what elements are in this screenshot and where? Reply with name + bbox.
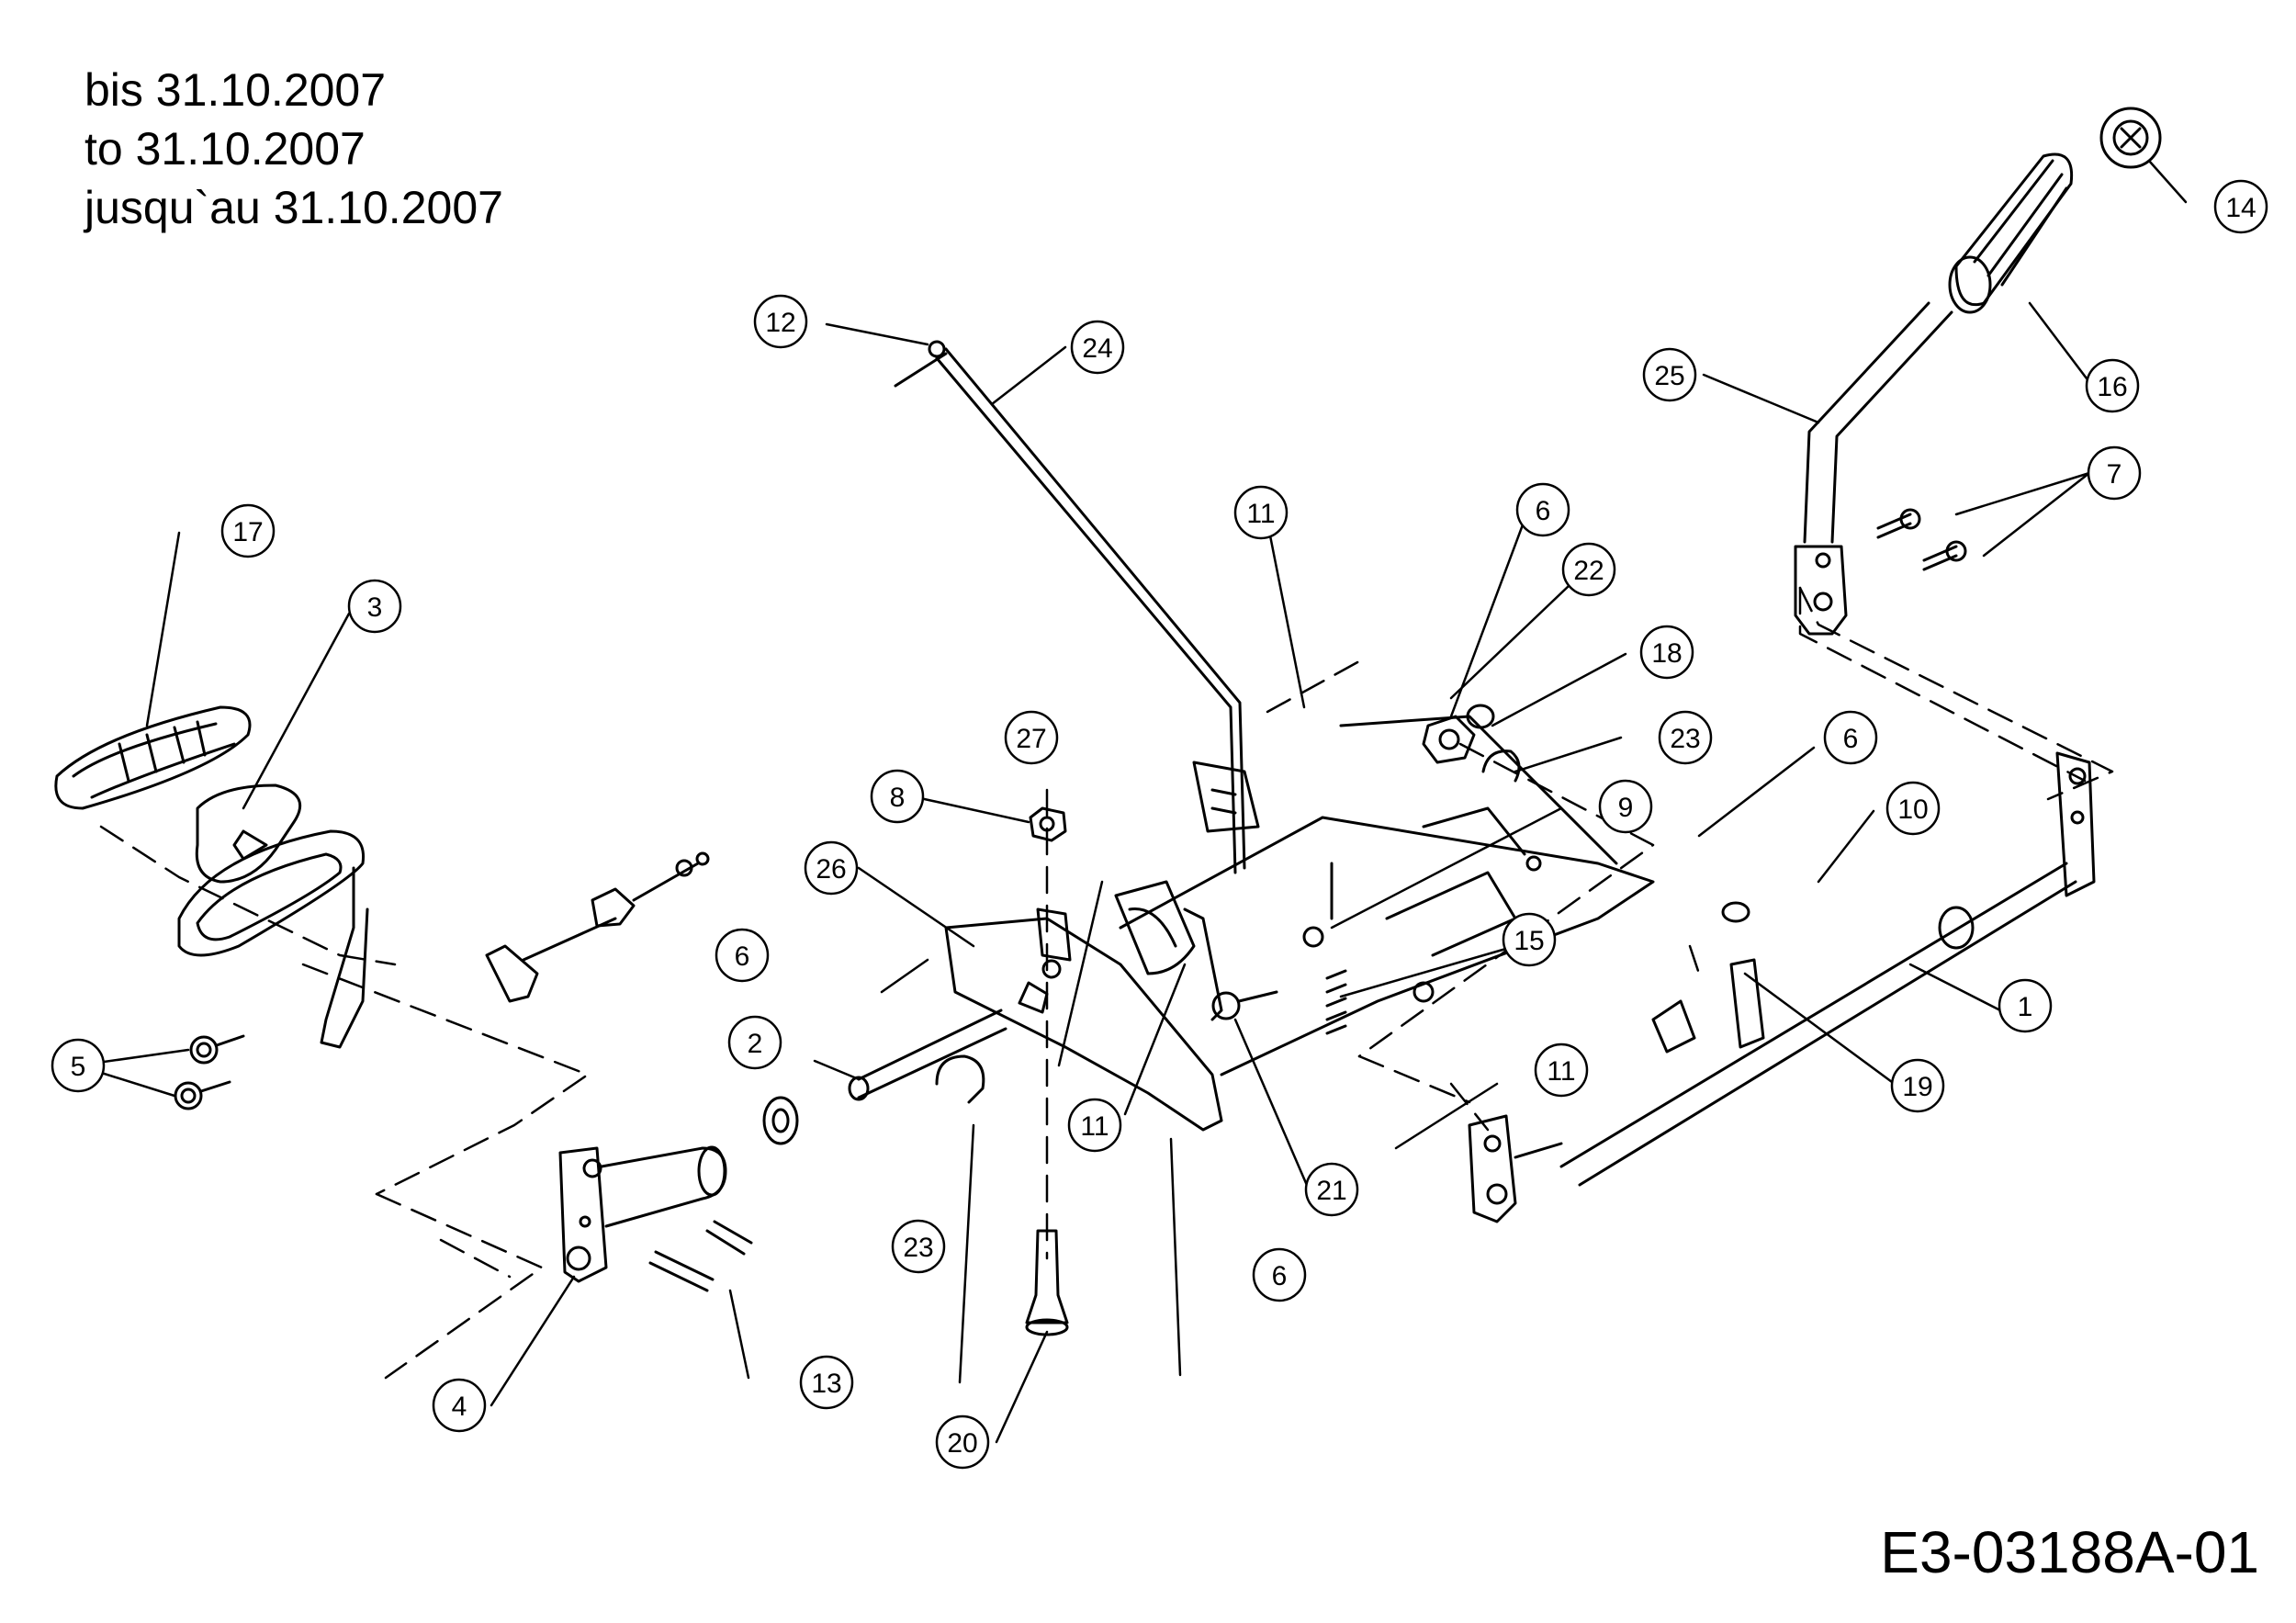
svg-text:17: 17 bbox=[232, 517, 263, 547]
callout-6d: 6 bbox=[1252, 1247, 1307, 1302]
assembly-guide-lines bbox=[99, 586, 2114, 1380]
validity-line-fr: jusqu`au 31.10.2007 bbox=[84, 182, 503, 233]
knob-21 bbox=[1211, 990, 1278, 1020]
callout-4: 4 bbox=[432, 1378, 487, 1433]
callout-11c: 11 bbox=[1534, 1043, 1589, 1098]
main-frame bbox=[944, 715, 1655, 1132]
callout-23a: 23 bbox=[1658, 710, 1713, 765]
callout-27: 27 bbox=[1004, 710, 1059, 765]
callout-17: 17 bbox=[220, 503, 276, 558]
svg-text:19: 19 bbox=[1902, 1072, 1932, 1102]
svg-text:25: 25 bbox=[1654, 361, 1684, 391]
nut-8 bbox=[1029, 806, 1067, 842]
pins-13 bbox=[648, 1220, 753, 1292]
bushings-23 bbox=[935, 750, 1521, 1104]
validity-note: bis 31.10.2007 to 31.10.2007 jusqu`au 31… bbox=[84, 61, 503, 237]
callout-7: 7 bbox=[2087, 445, 2142, 501]
callout-13: 13 bbox=[799, 1355, 854, 1410]
callout-18: 18 bbox=[1639, 625, 1694, 680]
svg-text:15: 15 bbox=[1514, 926, 1544, 956]
svg-text:24: 24 bbox=[1082, 333, 1112, 364]
svg-text:6: 6 bbox=[1843, 724, 1859, 754]
svg-text:1: 1 bbox=[2018, 992, 2033, 1022]
callout-21: 21 bbox=[1304, 1162, 1359, 1217]
svg-text:10: 10 bbox=[1897, 795, 1928, 825]
svg-text:11: 11 bbox=[1080, 1111, 1109, 1142]
svg-text:7: 7 bbox=[2107, 459, 2122, 490]
svg-text:12: 12 bbox=[765, 308, 795, 338]
callout-1: 1 bbox=[1998, 978, 2053, 1033]
svg-text:23: 23 bbox=[1670, 724, 1700, 754]
svg-text:6: 6 bbox=[1272, 1261, 1288, 1291]
callout-3: 3 bbox=[347, 579, 402, 634]
callout-11b: 11 bbox=[1067, 1098, 1122, 1153]
svg-text:16: 16 bbox=[2097, 372, 2127, 402]
callout-22: 22 bbox=[1561, 542, 1616, 597]
callout-12: 12 bbox=[753, 294, 808, 349]
flange-bushing-22 bbox=[1422, 704, 1495, 764]
svg-text:2: 2 bbox=[748, 1029, 763, 1059]
lift-shaft-1 bbox=[1468, 751, 2096, 1223]
callout-15: 15 bbox=[1502, 912, 1557, 967]
callout-25: 25 bbox=[1642, 347, 1697, 402]
callout-26: 26 bbox=[804, 840, 859, 896]
linkage-hardware bbox=[485, 851, 710, 1003]
pedal-shaft-4 bbox=[558, 1145, 727, 1283]
lift-lever-25 bbox=[1794, 301, 1953, 636]
callout-24: 24 bbox=[1070, 320, 1125, 375]
callout-14: 14 bbox=[2213, 179, 2268, 234]
svg-text:14: 14 bbox=[2225, 193, 2256, 223]
switch-bracket-27 bbox=[1114, 761, 1260, 1021]
svg-text:20: 20 bbox=[947, 1428, 977, 1459]
drawing-id: E3-03188A-01 bbox=[1880, 1519, 2259, 1585]
callout-2: 2 bbox=[727, 1015, 782, 1070]
callout-19: 19 bbox=[1890, 1058, 1945, 1113]
callout-5: 5 bbox=[51, 1038, 106, 1093]
svg-text:23: 23 bbox=[903, 1233, 933, 1263]
svg-text:8: 8 bbox=[890, 783, 906, 813]
svg-text:21: 21 bbox=[1316, 1176, 1346, 1206]
svg-text:18: 18 bbox=[1651, 638, 1682, 669]
svg-text:3: 3 bbox=[367, 592, 383, 623]
svg-text:6: 6 bbox=[735, 941, 750, 972]
svg-text:5: 5 bbox=[71, 1052, 86, 1082]
callout-20: 20 bbox=[935, 1414, 990, 1470]
callout-8: 8 bbox=[870, 769, 925, 824]
validity-line-en: to 31.10.2007 bbox=[84, 123, 366, 175]
callout-16: 16 bbox=[2085, 358, 2140, 413]
pivot-pin-20 bbox=[1025, 1229, 1069, 1336]
callouts: 1 2 3 4 5 6 6 6 6 7 8 9 10 11 11 11 12 1… bbox=[51, 179, 2268, 1470]
spring-15 bbox=[1302, 926, 1347, 1035]
validity-line-de: bis 31.10.2007 bbox=[84, 64, 387, 116]
svg-text:11: 11 bbox=[1547, 1056, 1575, 1087]
grip-16 bbox=[1948, 152, 2074, 314]
rod-24 bbox=[894, 340, 1246, 874]
bolts-5 bbox=[174, 1034, 245, 1110]
callout-6b: 6 bbox=[1823, 710, 1878, 765]
callout-23b: 23 bbox=[891, 1219, 946, 1274]
bushing-2 bbox=[762, 1009, 1007, 1145]
leader-lines bbox=[76, 159, 2188, 1444]
callout-6c: 6 bbox=[715, 928, 770, 983]
end-cap-14 bbox=[2099, 107, 2162, 169]
svg-text:6: 6 bbox=[1536, 496, 1551, 526]
bolts-7 bbox=[1876, 508, 1967, 571]
svg-text:9: 9 bbox=[1618, 793, 1634, 823]
svg-text:26: 26 bbox=[816, 854, 846, 885]
callout-9: 9 bbox=[1598, 779, 1653, 834]
svg-text:4: 4 bbox=[452, 1392, 467, 1422]
svg-text:13: 13 bbox=[811, 1369, 841, 1399]
svg-text:27: 27 bbox=[1016, 724, 1046, 754]
svg-text:22: 22 bbox=[1573, 556, 1604, 586]
pedal-arm-3 bbox=[177, 783, 369, 1049]
callout-6a: 6 bbox=[1515, 482, 1570, 537]
callout-11a: 11 bbox=[1233, 485, 1289, 540]
callout-10: 10 bbox=[1885, 781, 1941, 836]
svg-text:11: 11 bbox=[1246, 499, 1275, 529]
pedal-pad-17 bbox=[54, 705, 252, 810]
